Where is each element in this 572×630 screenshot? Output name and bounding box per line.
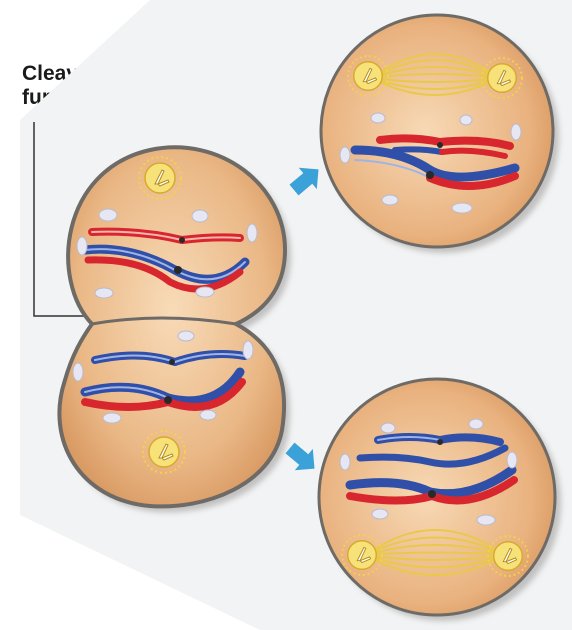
vesicle-icon [339,418,518,526]
spindle-fibers [365,529,506,576]
chromosome-set-upper [80,227,250,293]
arrow-icon [285,442,315,471]
chromosome-set-lower [80,350,249,411]
spindle-fibers [371,53,499,96]
furrow-pointer-line [33,122,88,317]
dividing-cell [57,145,292,513]
chromosome-set [350,134,520,190]
arrow-icon [289,167,319,196]
cleavage-furrow [91,316,237,326]
daughter-cell-top [319,13,559,253]
vesicle-icon [72,208,258,424]
chromosome-set [345,433,518,505]
vesicle-icon [339,112,522,214]
daughter-cell-bottom [317,377,561,621]
